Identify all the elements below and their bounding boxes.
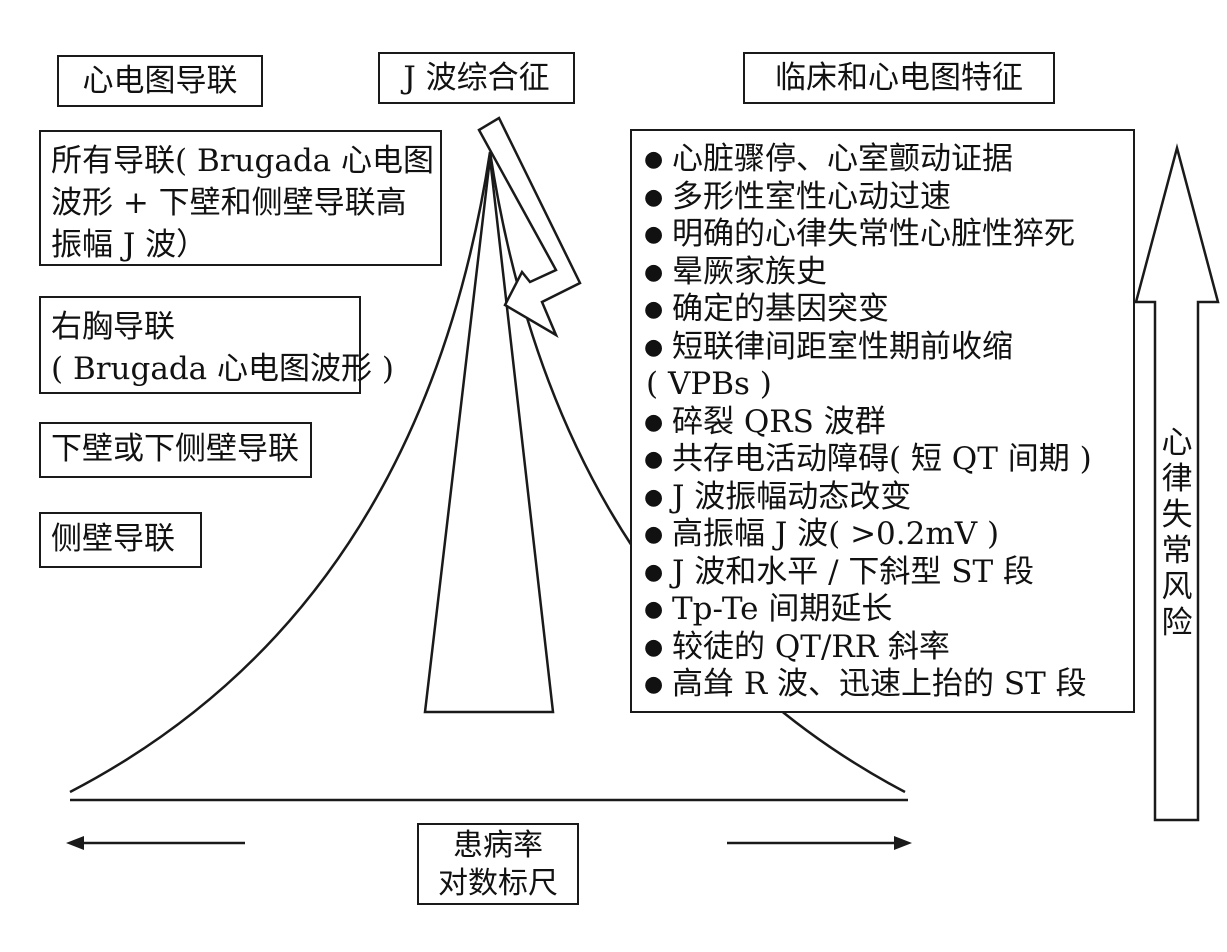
lead-box-line: 振幅 J 波） bbox=[51, 227, 208, 263]
header-ecg-leads-text: 心电图导联 bbox=[82, 63, 238, 99]
features-list: ● 心脏骤停、心室颤动证据 ● 多形性室性心动过速 ● 明确的心律失常性心脏性猝死 ● 晕厥家… bbox=[632, 141, 1092, 704]
bullet-icon: ● bbox=[644, 259, 664, 285]
feature-item: ● 晕厥家族史 bbox=[632, 254, 1092, 292]
risk-arrow bbox=[1134, 143, 1220, 822]
feature-item: ● 碎裂 QRS 波群 bbox=[632, 404, 1092, 442]
feature-item: ● 多形性室性心动过速 bbox=[632, 179, 1092, 217]
feature-item: ● 短联律间距室性期前收缩 bbox=[632, 329, 1092, 367]
risk-label-char: 常 bbox=[1161, 533, 1193, 569]
lead-box-line: ( Brugada 心电图波形 ) bbox=[51, 351, 394, 387]
feature-item: ● 高振幅 J 波( >0.2mV ) bbox=[632, 516, 1092, 554]
feature-text: 碎裂 QRS 波群 bbox=[672, 403, 886, 440]
feature-text: 晕厥家族史 bbox=[672, 253, 827, 290]
bullet-icon: ● bbox=[644, 522, 664, 547]
scale-label-line: 患病率 bbox=[453, 828, 543, 863]
bullet-icon: ● bbox=[644, 147, 664, 172]
risk-label-char: 心 bbox=[1161, 425, 1193, 461]
feature-text: 高耸 R 波、迅速上抬的 ST 段 bbox=[672, 666, 1087, 702]
feature-text: 多形性室性心动过速 bbox=[672, 178, 951, 215]
header-j-wave-syndrome-text: J 波综合征 bbox=[403, 60, 550, 96]
feature-item: ● 高耸 R 波、迅速上抬的 ST 段 bbox=[632, 666, 1092, 704]
feature-text: 确定的基因突变 bbox=[672, 291, 889, 327]
right-arrow-head bbox=[894, 836, 912, 850]
feature-text: 共存电活动障碍( 短 QT 间期 ) bbox=[672, 441, 1092, 477]
feature-text: Tp-Te 间期延长 bbox=[672, 591, 893, 627]
risk-label-char: 险 bbox=[1161, 605, 1193, 641]
feature-item: ● 心脏骤停、心室颤动证据 bbox=[632, 141, 1092, 179]
feature-text: 高振幅 J 波( >0.2mV ) bbox=[672, 516, 1000, 552]
feature-text: 心脏骤停、心室颤动证据 bbox=[672, 141, 1013, 177]
prevalence-scale-label: 患病率 对数标尺 bbox=[417, 823, 579, 905]
bullet-icon: ● bbox=[644, 447, 664, 472]
header-ecg-leads: 心电图导联 bbox=[57, 55, 263, 107]
left-arrow-head bbox=[66, 836, 84, 850]
bullet-icon: ● bbox=[644, 559, 664, 585]
lead-box-line: 所有导联( Brugada 心电图 bbox=[51, 143, 435, 179]
risk-label-char: 律 bbox=[1161, 461, 1193, 497]
feature-text: ( VPBs ) bbox=[646, 366, 772, 402]
lead-box-inferior: 下壁或下侧壁导联 bbox=[39, 422, 312, 478]
header-clinical-features-text: 临床和心电图特征 bbox=[775, 60, 1023, 96]
feature-item: ● J 波和水平 / 下斜型 ST 段 bbox=[632, 554, 1092, 592]
feature-item: ● J 波振幅动态改变 bbox=[632, 479, 1092, 517]
risk-label-char: 风 bbox=[1161, 569, 1193, 605]
bullet-icon: ● bbox=[644, 184, 664, 210]
bullet-icon: ● bbox=[644, 334, 664, 360]
header-j-wave-syndrome: J 波综合征 bbox=[378, 52, 575, 104]
bullet-icon: ● bbox=[644, 409, 664, 435]
feature-item: ● 明确的心律失常性心脏性猝死 bbox=[632, 216, 1092, 254]
feature-text: J 波振幅动态改变 bbox=[672, 478, 912, 515]
risk-label-char: 失 bbox=[1161, 497, 1193, 533]
bent-arrow bbox=[477, 116, 582, 338]
feature-item: ● 共存电活动障碍( 短 QT 间期 ) bbox=[632, 441, 1092, 479]
scale-label-line: 对数标尺 bbox=[438, 866, 558, 901]
feature-item: ● 较徒的 QT/RR 斜率 bbox=[632, 629, 1092, 667]
feature-item: ( VPBs ) bbox=[632, 366, 1092, 404]
bullet-icon: ● bbox=[644, 297, 664, 322]
feature-text: 短联律间距室性期前收缩 bbox=[672, 328, 1013, 365]
feature-text: J 波和水平 / 下斜型 ST 段 bbox=[672, 553, 1035, 590]
lead-box-line: 侧壁导联 bbox=[51, 521, 175, 557]
lead-box-all-leads: 所有导联( Brugada 心电图 波形 + 下壁和侧壁导联高 振幅 J 波） bbox=[39, 130, 442, 266]
feature-item: ● 确定的基因突变 bbox=[632, 291, 1092, 329]
feature-item: ● Tp-Te 间期延长 bbox=[632, 591, 1092, 629]
lead-box-lateral: 侧壁导联 bbox=[39, 512, 202, 568]
lead-box-line: 波形 + 下壁和侧壁导联高 bbox=[51, 185, 407, 221]
inner-triangle bbox=[423, 157, 555, 714]
bullet-icon: ● bbox=[644, 222, 664, 247]
bullet-icon: ● bbox=[644, 597, 664, 622]
features-box: ● 心脏骤停、心室颤动证据 ● 多形性室性心动过速 ● 明确的心律失常性心脏性猝死 ● 晕厥家… bbox=[630, 129, 1135, 713]
header-clinical-features: 临床和心电图特征 bbox=[743, 52, 1055, 104]
bullet-icon: ● bbox=[644, 672, 664, 697]
arrhythmia-risk-label: 心律失常风险 bbox=[1156, 425, 1198, 641]
bullet-icon: ● bbox=[644, 484, 664, 510]
feature-text: 较徒的 QT/RR 斜率 bbox=[672, 628, 950, 665]
lead-box-line: 右胸导联 bbox=[51, 309, 175, 345]
lead-box-line: 下壁或下侧壁导联 bbox=[51, 431, 299, 467]
lead-box-right-chest: 右胸导联 ( Brugada 心电图波形 ) bbox=[39, 296, 394, 394]
feature-text: 明确的心律失常性心脏性猝死 bbox=[672, 216, 1075, 252]
bullet-icon: ● bbox=[644, 634, 664, 660]
